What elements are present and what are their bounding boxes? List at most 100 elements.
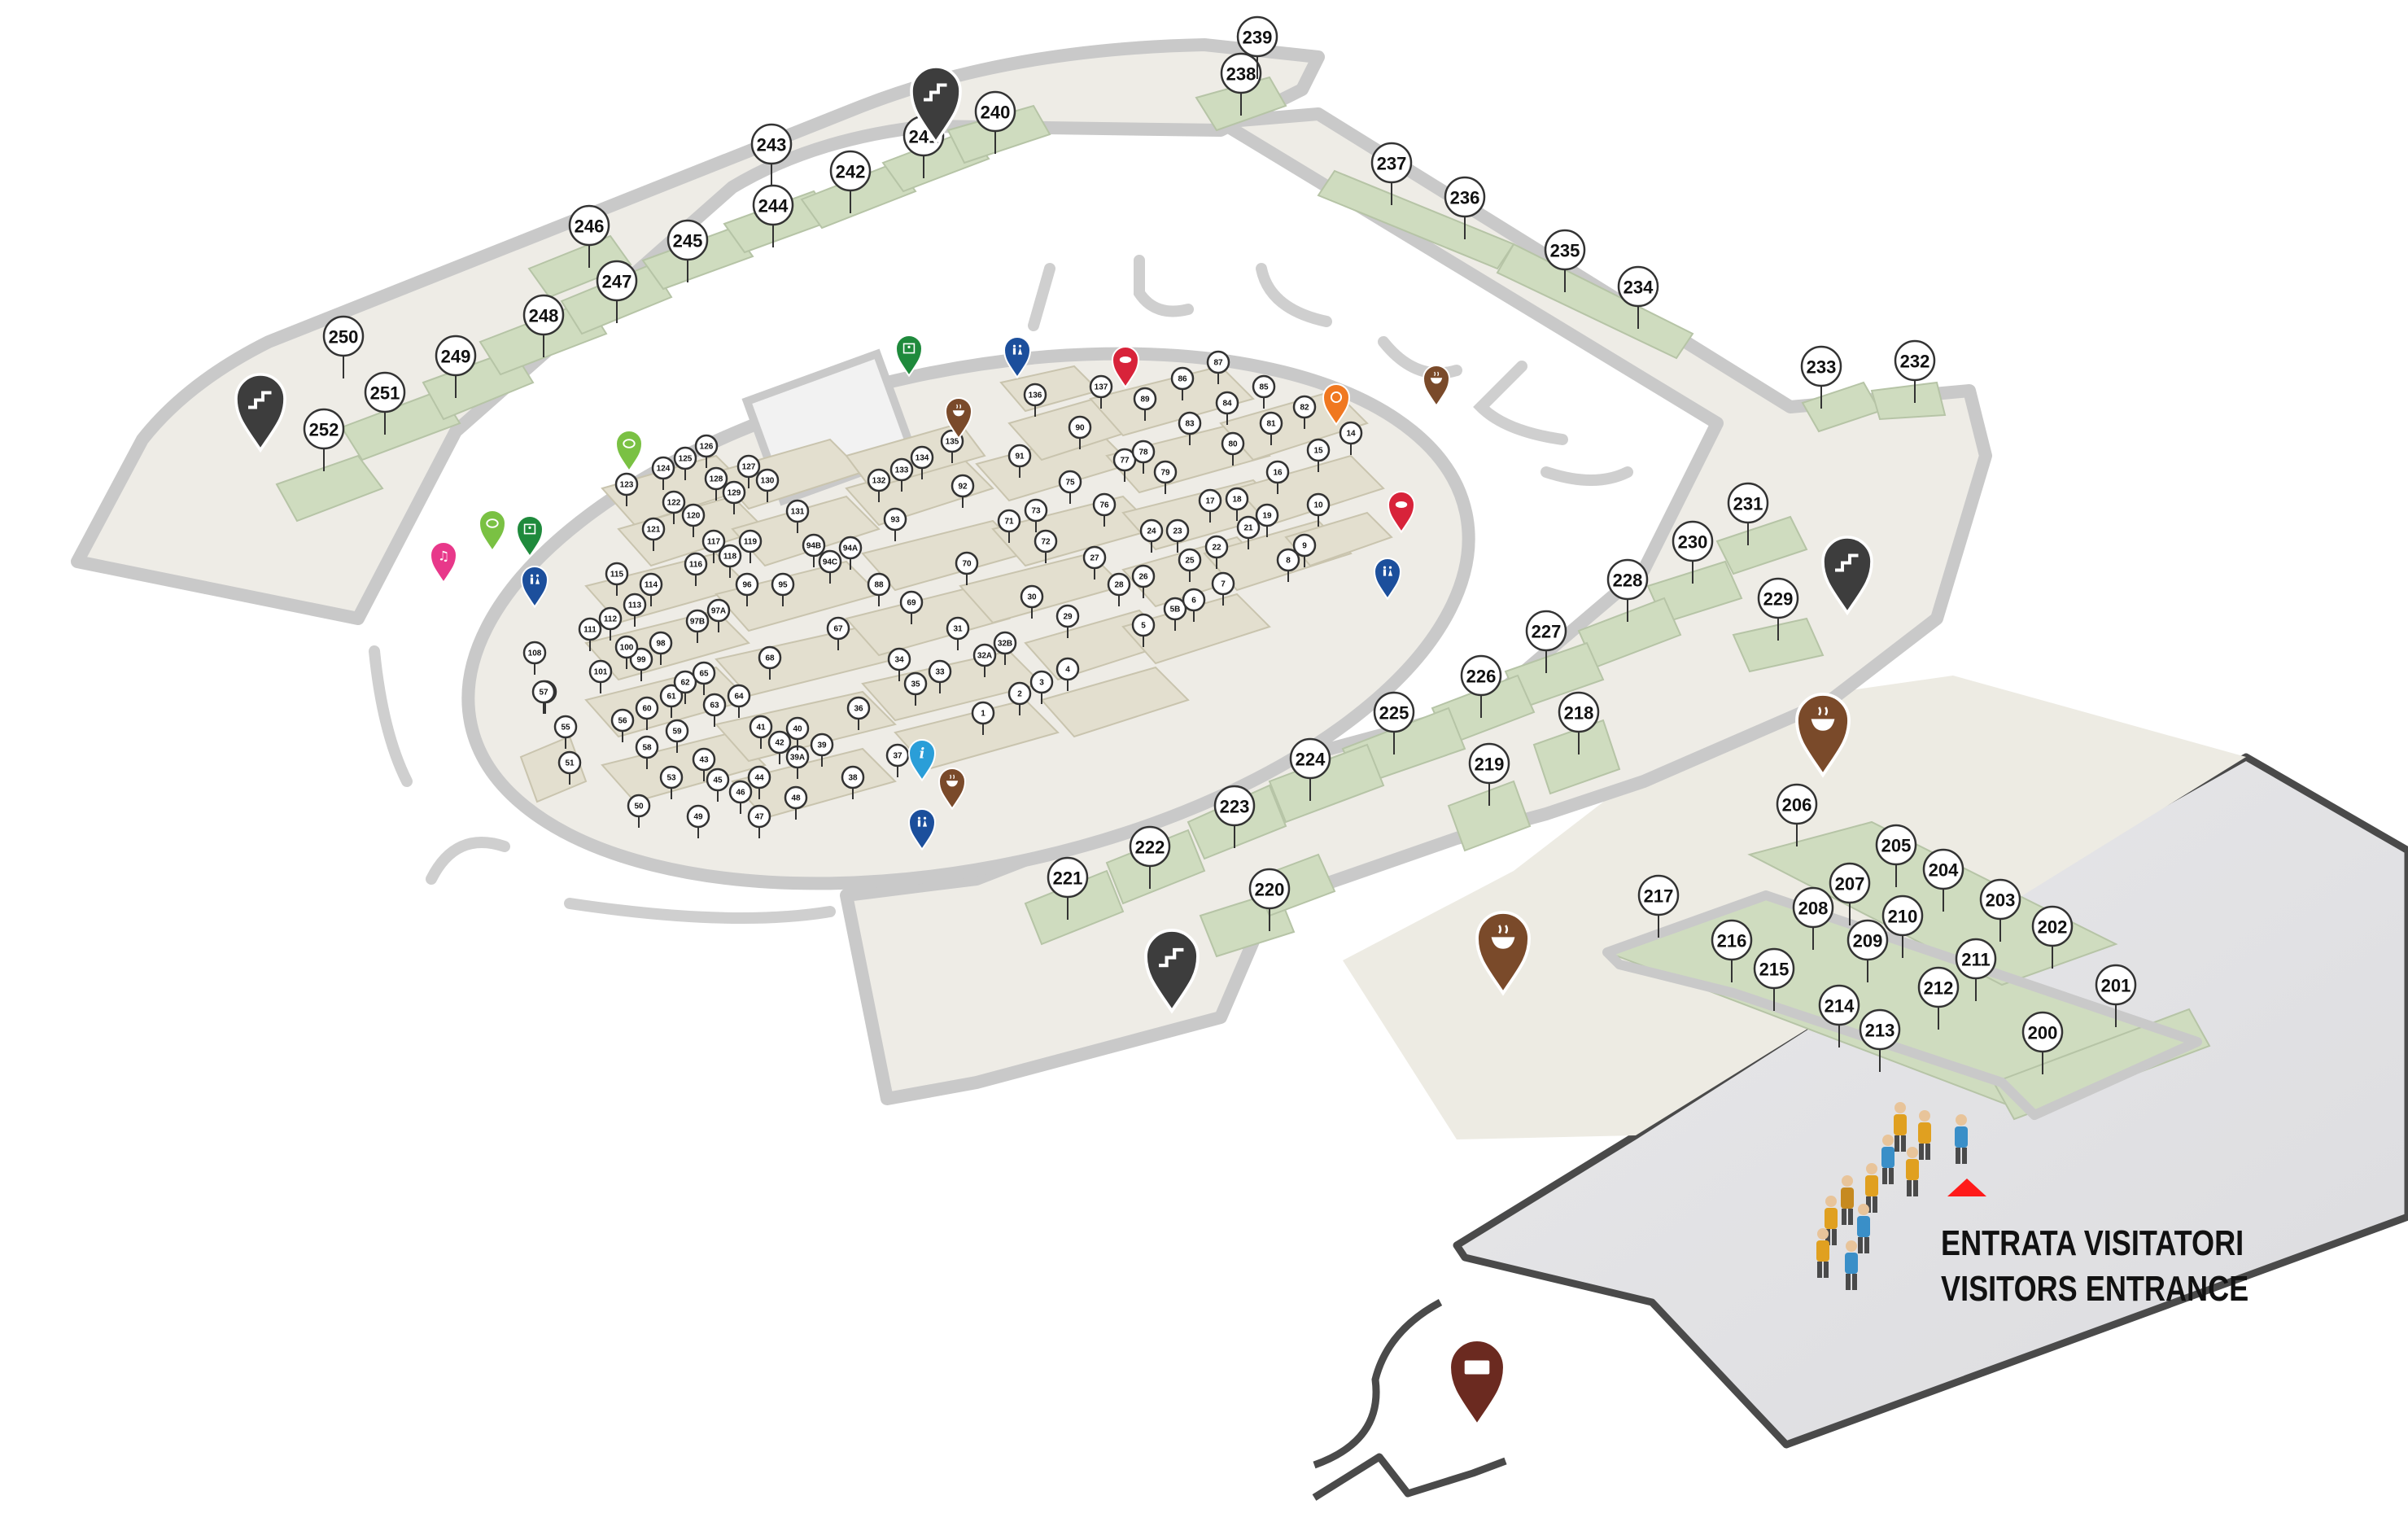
stand-label[interactable]: 94C xyxy=(818,549,842,584)
stand-label[interactable]: 215 xyxy=(1753,947,1795,1011)
stand-label[interactable]: 222 xyxy=(1129,825,1171,889)
stand-label[interactable]: 70 xyxy=(955,551,979,585)
stand-label[interactable]: 231 xyxy=(1727,482,1769,545)
stand-label[interactable]: 232 xyxy=(1894,339,1936,403)
stand-label[interactable]: 37 xyxy=(885,743,910,777)
stand-label[interactable]: 204 xyxy=(1922,848,1964,912)
stand-label[interactable]: 209 xyxy=(1846,919,1889,982)
stand-label[interactable]: 252 xyxy=(303,408,345,471)
stand-label[interactable]: 9 xyxy=(1292,533,1317,567)
stand-label[interactable]: 2 xyxy=(1007,681,1032,715)
stand-label[interactable]: 40 xyxy=(785,716,810,750)
stand-label[interactable]: 100 xyxy=(614,635,639,669)
stand-label[interactable]: 86 xyxy=(1170,366,1195,400)
stand-label[interactable]: 206 xyxy=(1776,783,1818,846)
shop-icon[interactable] xyxy=(478,510,507,553)
stand-label[interactable]: 240 xyxy=(974,90,1016,154)
stand-label[interactable]: 244 xyxy=(752,184,794,247)
stand-label[interactable]: 133 xyxy=(889,457,914,492)
stand-label[interactable]: 47 xyxy=(747,804,771,838)
stand-label[interactable]: 124 xyxy=(651,456,675,490)
stand-label[interactable]: 247 xyxy=(596,260,638,323)
stand-label[interactable]: 35 xyxy=(903,671,928,706)
stand-label[interactable]: 4 xyxy=(1055,657,1080,691)
stand-label[interactable]: 96 xyxy=(735,572,759,606)
stand-label[interactable]: 249 xyxy=(435,335,477,398)
stand-label[interactable]: 68 xyxy=(758,645,782,680)
stand-label[interactable]: 235 xyxy=(1544,229,1586,292)
restroom-icon[interactable] xyxy=(907,808,937,851)
stand-label[interactable]: 218 xyxy=(1558,691,1600,754)
coffee-cup-icon[interactable] xyxy=(1422,365,1451,408)
stand-label[interactable]: 81 xyxy=(1259,411,1283,445)
stand-label[interactable]: 51 xyxy=(557,750,582,785)
stand-label[interactable]: 36 xyxy=(846,696,871,730)
stand-label[interactable]: 246 xyxy=(568,204,610,268)
stand-label[interactable]: 71 xyxy=(997,509,1021,543)
stand-label[interactable]: 50 xyxy=(627,794,651,828)
stand-label[interactable]: 223 xyxy=(1213,785,1256,848)
stand-label[interactable]: 129 xyxy=(722,480,746,514)
stand-label[interactable]: 26 xyxy=(1131,564,1156,598)
stand-label[interactable]: 82 xyxy=(1292,395,1317,429)
emergency-exit-icon[interactable] xyxy=(894,335,924,378)
stand-label[interactable]: 32B xyxy=(993,631,1017,665)
stand-label[interactable]: 251 xyxy=(364,371,406,435)
ticket-icon[interactable] xyxy=(1447,1337,1507,1429)
stand-label[interactable]: 49 xyxy=(686,804,710,838)
stand-label[interactable]: 45 xyxy=(706,768,730,802)
stand-label[interactable]: 207 xyxy=(1829,862,1871,925)
stand-label[interactable]: 44 xyxy=(747,765,771,799)
stand-label[interactable]: 65 xyxy=(692,661,716,695)
stand-label[interactable]: 136 xyxy=(1023,383,1047,417)
stand-label[interactable]: 34 xyxy=(887,647,911,681)
stand-label[interactable]: 33 xyxy=(928,659,952,693)
coffee-cup-icon[interactable] xyxy=(1475,911,1531,996)
stand-label[interactable]: 94A xyxy=(838,536,863,570)
stand-label[interactable]: 245 xyxy=(666,219,709,282)
stand-label[interactable]: 112 xyxy=(598,606,623,641)
stand-label[interactable]: 220 xyxy=(1248,868,1291,931)
music-icon[interactable]: ♫ xyxy=(429,541,458,584)
food-icon[interactable] xyxy=(1111,346,1140,389)
stand-label[interactable]: 236 xyxy=(1444,176,1486,239)
stand-label[interactable]: 39 xyxy=(810,733,834,767)
stand-label[interactable]: 17 xyxy=(1198,488,1222,523)
stand-label[interactable]: 93 xyxy=(883,507,907,541)
stand-label[interactable]: 21 xyxy=(1236,515,1261,549)
stand-label[interactable]: 234 xyxy=(1617,265,1659,329)
stand-label[interactable]: 80 xyxy=(1221,431,1245,466)
stand-label[interactable]: 77 xyxy=(1112,448,1137,482)
stand-label[interactable]: 137 xyxy=(1089,374,1113,409)
stand-label[interactable]: 56 xyxy=(610,708,635,742)
restroom-icon[interactable] xyxy=(1003,336,1032,379)
stand-label[interactable]: 24 xyxy=(1139,518,1164,553)
stand-label[interactable]: 219 xyxy=(1468,742,1510,806)
stand-label[interactable]: 111 xyxy=(578,617,602,651)
stand-label[interactable]: 121 xyxy=(641,517,666,551)
stand-label[interactable]: 132 xyxy=(867,468,891,502)
stand-label[interactable]: 211 xyxy=(1955,938,1997,1001)
stand-label[interactable]: 29 xyxy=(1055,604,1080,638)
stand-label[interactable]: 7 xyxy=(1211,571,1235,606)
stand-label[interactable]: 217 xyxy=(1637,874,1680,938)
stand-label[interactable]: 214 xyxy=(1818,984,1860,1047)
stand-label[interactable]: 30 xyxy=(1020,584,1044,619)
stand-label[interactable]: 205 xyxy=(1875,824,1917,887)
stand-label[interactable]: 248 xyxy=(522,294,565,357)
stand-label[interactable]: 224 xyxy=(1289,737,1331,801)
stand-label[interactable]: 67 xyxy=(826,616,850,650)
stand-label[interactable]: 38 xyxy=(841,765,865,799)
stairs-icon[interactable] xyxy=(910,65,962,146)
coffee-cup-icon[interactable] xyxy=(1795,693,1851,778)
stand-label[interactable]: 61 xyxy=(659,684,684,718)
stand-label[interactable]: 31 xyxy=(946,616,970,650)
info-icon[interactable]: i xyxy=(907,739,937,782)
stand-label[interactable]: 16 xyxy=(1265,460,1290,494)
stand-label[interactable]: 122 xyxy=(662,490,686,524)
stand-label[interactable]: 89 xyxy=(1133,387,1157,421)
stand-label[interactable]: 213 xyxy=(1859,1008,1901,1072)
stand-label[interactable]: 69 xyxy=(899,590,924,624)
stand-label[interactable]: 48 xyxy=(784,785,808,820)
emergency-exit-icon[interactable] xyxy=(515,515,544,558)
